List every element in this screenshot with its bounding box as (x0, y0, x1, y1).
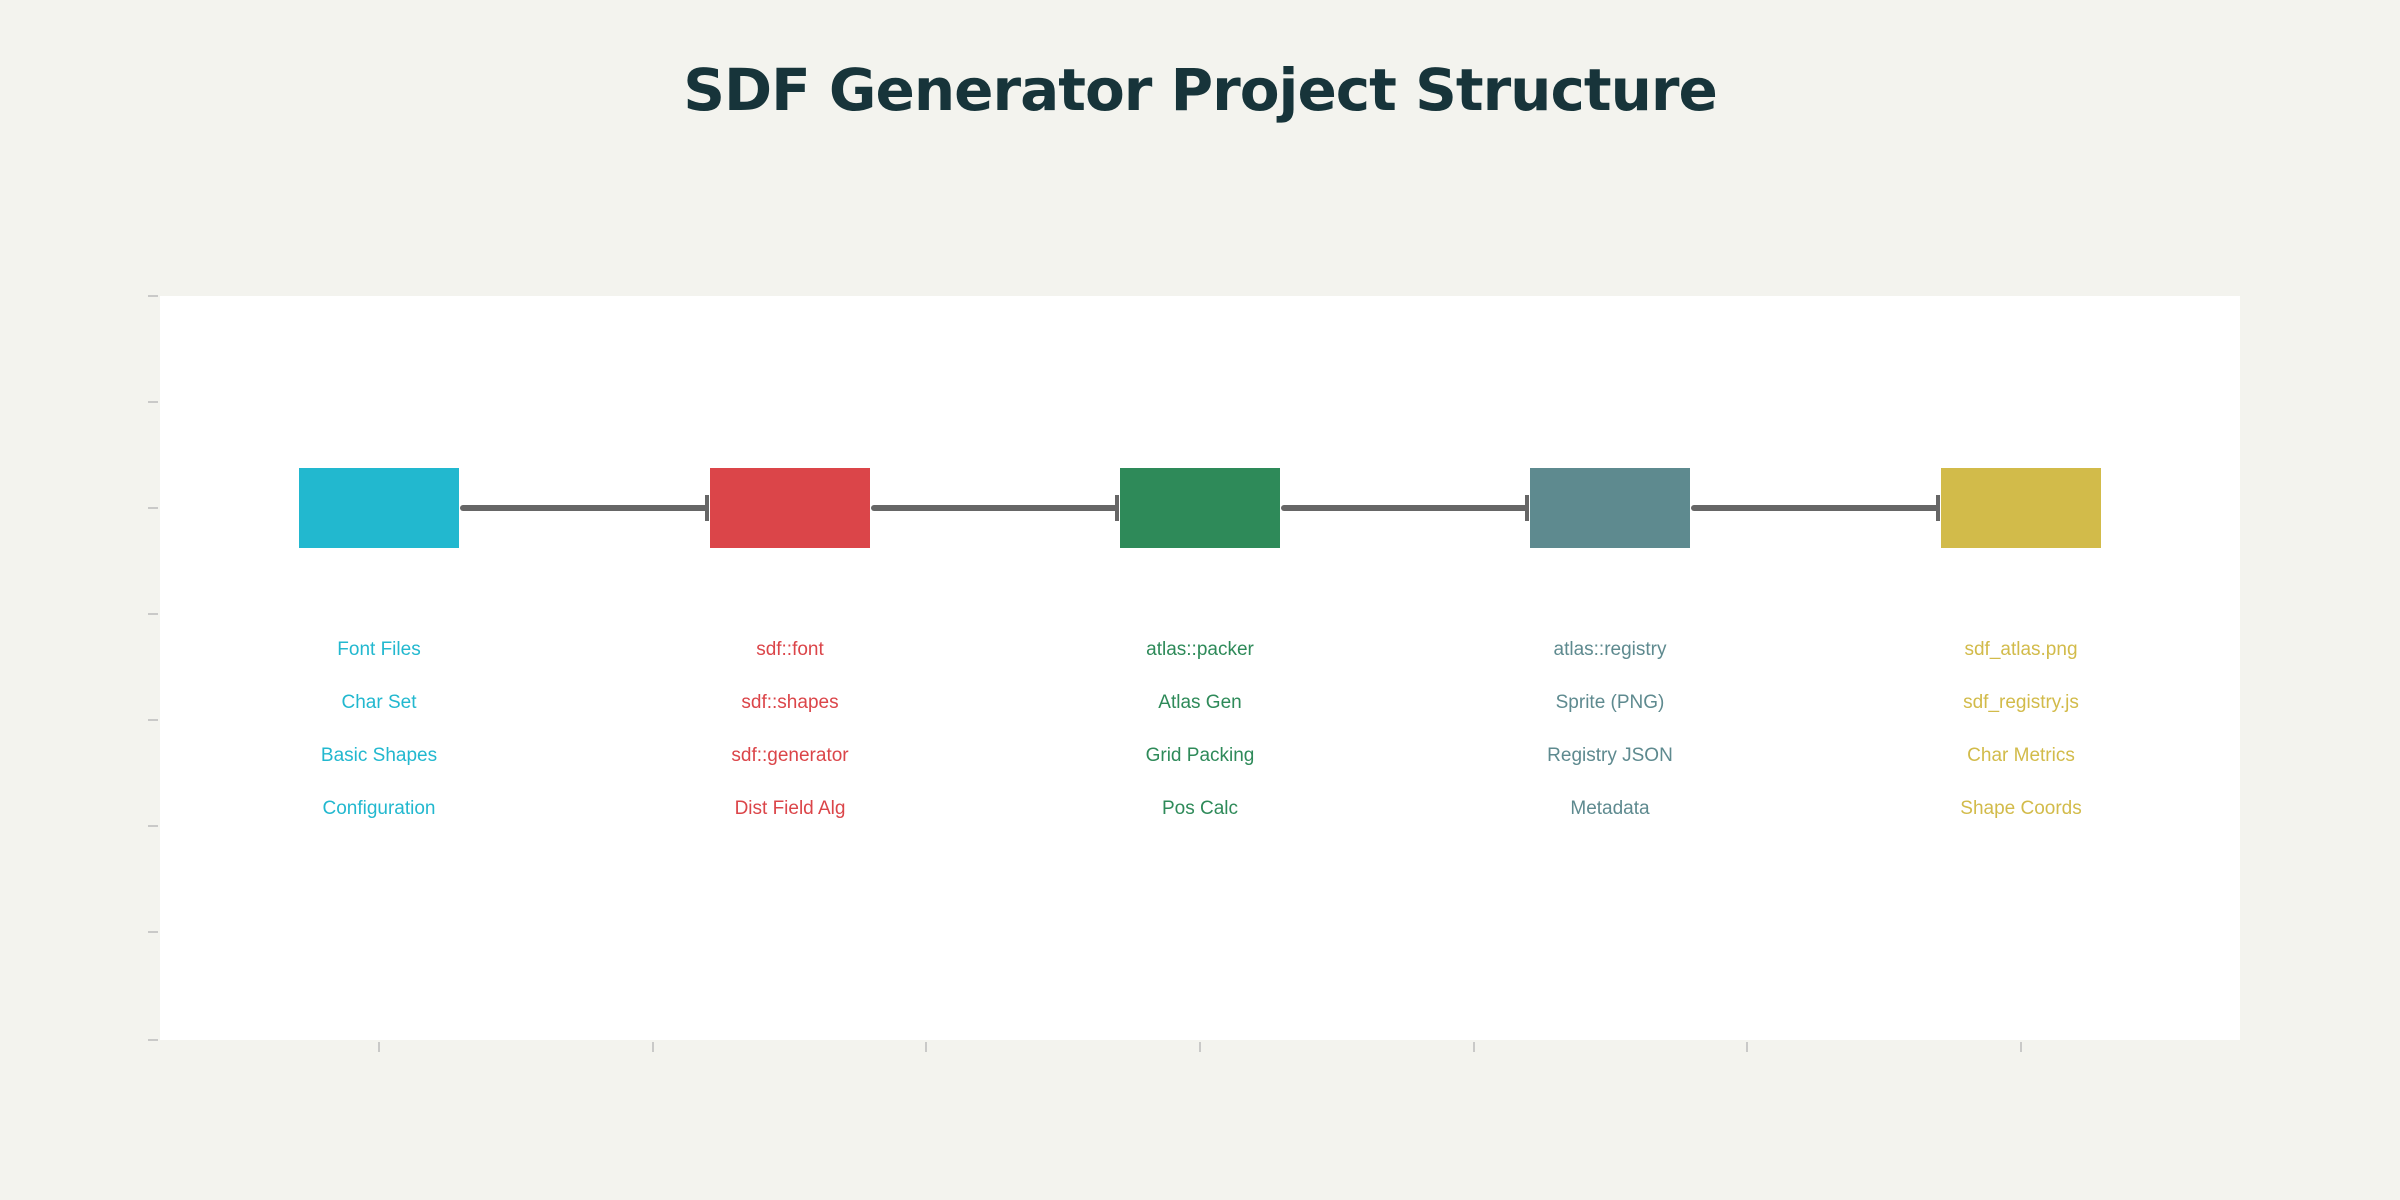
stage-item-label: Sprite (PNG) (1556, 692, 1665, 713)
stage-item-label: atlas::registry (1554, 639, 1667, 660)
axis-ticks (148, 295, 2022, 1052)
arrow-head (1115, 495, 1119, 521)
stage-box (299, 468, 459, 548)
stage-item-label: sdf_registry.js (1963, 692, 2079, 713)
stage-item-label: Char Metrics (1967, 745, 2075, 766)
stage-item-label: Atlas Gen (1158, 692, 1241, 713)
stage-item-label: Metadata (1570, 798, 1650, 819)
stage-item-label: sdf::font (756, 639, 824, 660)
page-title: SDF Generator Project Structure (683, 56, 1718, 124)
stage-item-label: Dist Field Alg (735, 798, 846, 819)
stage-item-label: Shape Coords (1960, 798, 2081, 819)
stage-item-label: Pos Calc (1162, 798, 1238, 819)
stage-item-label: sdf_atlas.png (1964, 639, 2077, 660)
stage-item-label: sdf::shapes (741, 692, 838, 713)
arrow-head (1936, 495, 1940, 521)
stage-item-label: Font Files (337, 639, 420, 660)
stage-item-label: Char Set (342, 692, 418, 713)
stage-item-label: atlas::packer (1146, 639, 1254, 660)
arrow-connectors (460, 495, 1940, 521)
stage-box (1941, 468, 2101, 548)
stage-box (1120, 468, 1280, 548)
arrow-head (705, 495, 709, 521)
stage-item-label: Configuration (322, 798, 435, 819)
arrow-head (1525, 495, 1529, 521)
stage-item-label: Registry JSON (1547, 745, 1673, 766)
stage-box (1530, 468, 1690, 548)
stage-item-label: sdf::generator (731, 745, 849, 766)
stage-item-label: Grid Packing (1146, 745, 1255, 766)
stage-item-label: Basic Shapes (321, 745, 437, 766)
stage-box (710, 468, 870, 548)
diagram-panel (160, 296, 2240, 1040)
